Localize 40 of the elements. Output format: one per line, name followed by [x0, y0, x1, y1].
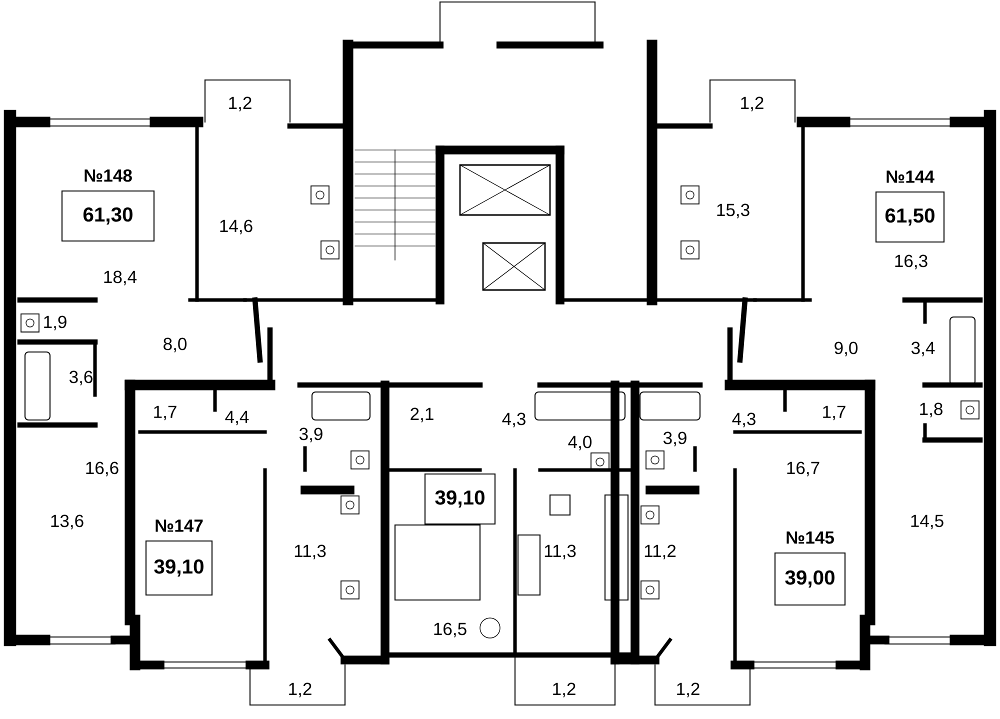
room-area: 4,4	[225, 410, 249, 426]
room-area: 1,7	[823, 406, 846, 420]
room-area: 3,6	[69, 370, 92, 386]
room-area: 4,3	[732, 412, 756, 428]
room-area: 1,2	[741, 96, 764, 112]
room-area: 4,3	[502, 412, 526, 428]
node-label: №148	[84, 169, 132, 182]
room-area: 13,6	[51, 514, 84, 530]
area-box: 39,00 №145	[774, 531, 846, 606]
room-area: 1,2	[229, 96, 252, 112]
room-area: 1,8	[920, 402, 942, 418]
node-label: №145	[786, 531, 834, 544]
room-area: 11,3	[294, 544, 326, 560]
area-box: 39,10	[424, 473, 496, 525]
room-area: 15,3	[717, 204, 750, 218]
room-area: 16,7	[787, 462, 820, 476]
room-area: 4,0	[568, 436, 592, 450]
room-area: 1,9	[44, 316, 66, 330]
room-area: 1,2	[553, 682, 576, 698]
area-box: 61,30 №148	[61, 169, 155, 242]
room-area: 2,1	[410, 408, 434, 422]
room-area: 1,2	[677, 682, 700, 698]
area-box: 61,50 №144	[875, 170, 945, 243]
room-area: 3,4	[911, 342, 935, 356]
room-area: 14,5	[911, 514, 944, 530]
area-box: 39,10 №147	[145, 520, 213, 596]
room-area: 16,5	[434, 622, 466, 638]
room-area: 11,3	[544, 544, 576, 560]
room-area: 9,0	[834, 342, 858, 356]
room-area: 18,4	[104, 270, 137, 286]
room-area: 8,0	[164, 338, 187, 352]
room-area: 11,2	[644, 544, 676, 560]
node-label: №147	[156, 520, 203, 532]
node-label: №144	[886, 170, 934, 183]
room-area: 3,9	[663, 432, 686, 446]
room-area: 1,7	[154, 406, 176, 420]
room-area: 3,9	[299, 428, 322, 442]
room-area: 14,6	[220, 220, 252, 234]
room-area: 1,2	[289, 682, 312, 698]
room-area: 16,6	[86, 462, 118, 476]
